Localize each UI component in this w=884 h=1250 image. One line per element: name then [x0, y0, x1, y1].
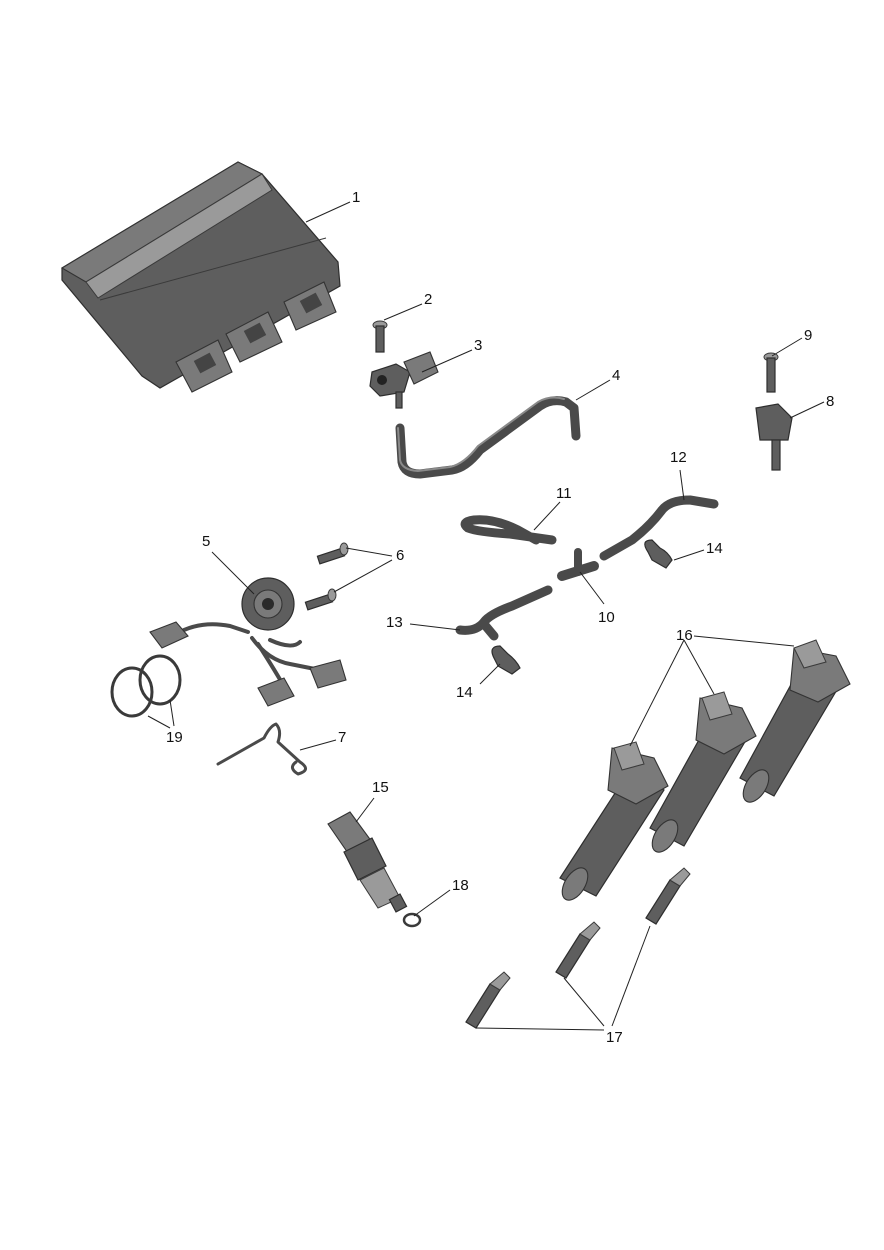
- callout-4: 4: [612, 367, 620, 384]
- part-hose-13: [455, 585, 553, 641]
- callout-5: 5: [202, 533, 210, 550]
- callout-18: 18: [452, 877, 469, 894]
- part-spark-plug-3: [645, 867, 691, 925]
- part-bolts-6: [304, 542, 349, 611]
- callout-1: 1: [352, 189, 360, 206]
- part-speed-sensor: [755, 403, 793, 471]
- part-spark-plug-2: [555, 921, 601, 979]
- callout-13: 13: [386, 614, 403, 631]
- part-clip-14-upper: [644, 539, 673, 569]
- part-ecu-module: [60, 161, 341, 393]
- part-ignition-coil-3: [739, 639, 851, 803]
- callout-7: 7: [338, 729, 346, 746]
- callout-2: 2: [424, 291, 432, 308]
- part-t-joint: [557, 548, 599, 581]
- callout-labels: 1 2 3 4 5 6 7 8 9 10 11 12 13 14 14 15 1…: [166, 189, 834, 1046]
- part-ignition-coil-1: [559, 741, 669, 901]
- part-hose-12: [599, 495, 719, 561]
- part-ignition-coil-2: [649, 691, 757, 853]
- leader-lines: [147, 201, 825, 1031]
- part-spring-clip: [216, 722, 307, 776]
- callout-16: 16: [676, 627, 693, 644]
- callout-14-upper: 14: [706, 540, 723, 557]
- part-temp-sender: [327, 811, 408, 913]
- callout-3: 3: [474, 337, 482, 354]
- part-sensor-harness: [149, 577, 347, 707]
- part-clip-14-lower: [491, 645, 521, 675]
- callout-11: 11: [556, 485, 572, 502]
- part-small-o-ring: [402, 912, 422, 928]
- part-bolt-9: [763, 352, 779, 393]
- part-o-rings: [110, 654, 182, 718]
- part-map-sensor: [369, 351, 439, 409]
- part-vacuum-hose: [395, 396, 581, 479]
- callout-17: 17: [606, 1029, 623, 1046]
- callout-12: 12: [670, 449, 687, 466]
- callout-14-lower: 14: [456, 684, 473, 701]
- part-screw-2: [372, 320, 388, 353]
- part-hose-11: [460, 515, 557, 545]
- callout-10: 10: [598, 609, 615, 626]
- callout-6: 6: [396, 547, 404, 564]
- callout-9: 9: [804, 327, 812, 344]
- part-spark-plug-1: [465, 971, 511, 1029]
- callout-15: 15: [372, 779, 389, 796]
- callout-19: 19: [166, 729, 183, 746]
- callout-8: 8: [826, 393, 834, 410]
